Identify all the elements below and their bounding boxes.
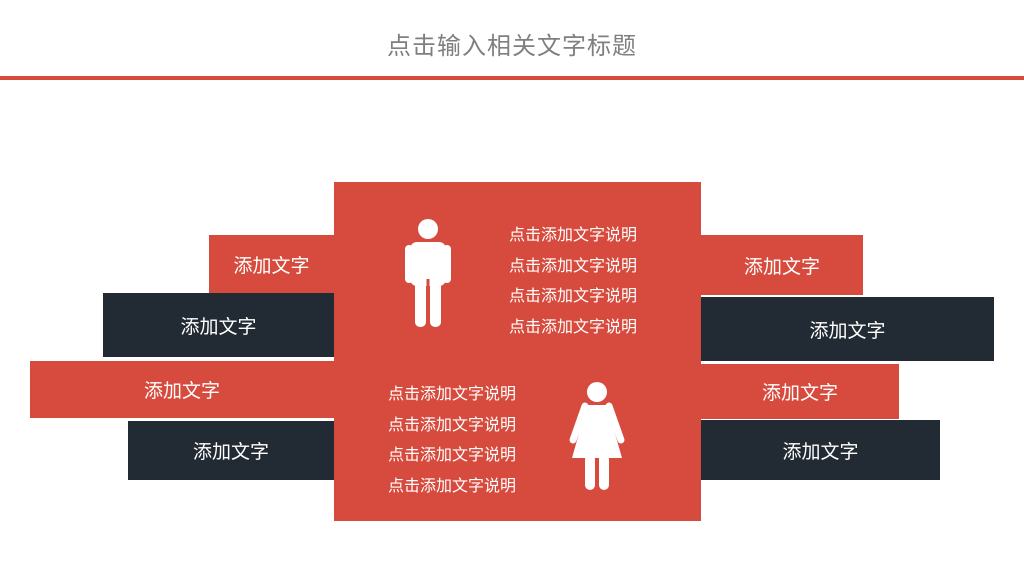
right-label-2[interactable]: 添加文字 <box>701 297 994 361</box>
female-person-icon <box>569 382 625 490</box>
left-label-1[interactable]: 添加文字 <box>209 235 334 293</box>
left-label-4[interactable]: 添加文字 <box>128 421 334 480</box>
female-desc-line-1[interactable]: 点击添加文字说明 <box>388 384 517 403</box>
left-label-2[interactable]: 添加文字 <box>103 293 334 357</box>
female-desc-line-4[interactable]: 点击添加文字说明 <box>388 475 517 495</box>
female-desc-line-3[interactable]: 点击添加文字说明 <box>388 445 517 464</box>
page-title: 点击输入相关文字标题 <box>387 32 637 60</box>
right-label-3[interactable]: 添加文字 <box>701 364 899 419</box>
male-desc-line-1[interactable]: 点击添加文字说明 <box>509 225 638 244</box>
male-description: 点击添加文字说明 点击添加文字说明 点击添加文字说明 点击添加文字说明 <box>509 220 637 342</box>
male-person-icon <box>405 219 451 327</box>
male-desc-line-3[interactable]: 点击添加文字说明 <box>509 286 638 305</box>
male-desc-line-4[interactable]: 点击添加文字说明 <box>509 316 638 336</box>
right-label-4[interactable]: 添加文字 <box>701 420 940 480</box>
female-desc-line-2[interactable]: 点击添加文字说明 <box>388 414 517 434</box>
left-label-3[interactable]: 添加文字 <box>30 361 334 418</box>
right-label-1[interactable]: 添加文字 <box>701 235 863 295</box>
center-panel: 点击添加文字说明 点击添加文字说明 点击添加文字说明 点击添加文字说明 点击添加… <box>334 182 701 521</box>
title-divider <box>0 76 1024 80</box>
female-description: 点击添加文字说明 点击添加文字说明 点击添加文字说明 点击添加文字说明 <box>388 379 516 501</box>
male-desc-line-2[interactable]: 点击添加文字说明 <box>509 255 638 275</box>
